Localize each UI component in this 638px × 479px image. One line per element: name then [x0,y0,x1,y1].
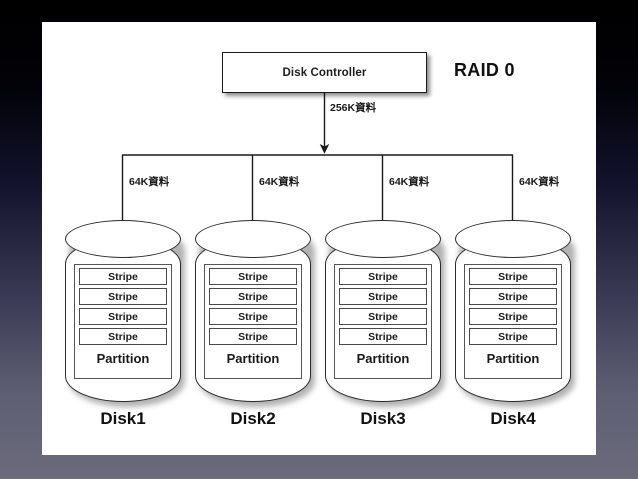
controller-flow-label: 256K資料 [330,102,377,114]
diagram-panel: Disk Controller RAID 0 256K資料 64K資料 64K資… [42,22,596,455]
stripe-block: Stripe [79,268,167,285]
stripe-label: Stripe [498,270,528,283]
stripe-label: Stripe [238,310,268,323]
stripe-block: Stripe [469,288,557,305]
raid-level-title: RAID 0 [454,60,515,80]
cylinder-top-ellipse [325,220,441,258]
stripe-block: Stripe [339,268,427,285]
cylinder-top-ellipse [65,220,181,258]
stripe-label: Stripe [368,310,398,323]
stripe-label: Stripe [108,290,138,303]
partition-box: Stripe Stripe Stripe Stripe Partition [464,264,562,379]
stripe-block: Stripe [209,268,297,285]
stripe-flow-label-3: 64K資料 [389,176,430,188]
stripe-label: Stripe [498,290,528,303]
disk-caption-2: Disk2 [230,409,276,428]
partition-box: Stripe Stripe Stripe Stripe Partition [334,264,432,379]
stripe-label: Stripe [238,330,268,343]
disk-caption-3: Disk3 [360,409,406,428]
partition-label: Partition [486,350,540,366]
stripe-label: Stripe [238,290,268,303]
stripe-block: Stripe [339,328,427,345]
disk-controller-label: Disk Controller [282,66,367,79]
stripe-block: Stripe [79,328,167,345]
stripe-block: Stripe [339,308,427,325]
stripe-flow-label-1: 64K資料 [129,176,170,188]
stripe-block: Stripe [469,328,557,345]
stripe-label: Stripe [498,330,528,343]
partition-label: Partition [96,350,150,366]
stripe-label: Stripe [108,330,138,343]
disk-caption-1: Disk1 [100,409,146,428]
stripe-flow-label-2: 64K資料 [259,176,300,188]
cylinder-top-ellipse [195,220,311,258]
stripe-block: Stripe [209,308,297,325]
stripe-label: Stripe [108,310,138,323]
disk-cylinder-4: Stripe Stripe Stripe Stripe Partition [455,220,575,407]
diagram-canvas: Disk Controller RAID 0 256K資料 64K資料 64K資… [42,22,596,455]
stripe-block: Stripe [469,308,557,325]
stripe-block: Stripe [79,288,167,305]
partition-box: Stripe Stripe Stripe Stripe Partition [74,264,172,379]
partition-box: Stripe Stripe Stripe Stripe Partition [204,264,302,379]
stripe-block: Stripe [469,268,557,285]
stripe-block: Stripe [79,308,167,325]
partition-label: Partition [356,350,410,366]
disk-controller-box: Disk Controller [222,52,427,93]
stripe-flow-label-4: 64K資料 [519,176,560,188]
cylinder-top-ellipse [455,220,571,258]
disk-cylinder-2: Stripe Stripe Stripe Stripe Partition [195,220,315,407]
stripe-block: Stripe [209,288,297,305]
stripe-label: Stripe [108,270,138,283]
stripe-label: Stripe [498,310,528,323]
partition-label: Partition [226,350,280,366]
stripe-label: Stripe [368,270,398,283]
stripe-label: Stripe [368,330,398,343]
stripe-label: Stripe [238,270,268,283]
disk-cylinder-3: Stripe Stripe Stripe Stripe Partition [325,220,445,407]
disk-cylinder-1: Stripe Stripe Stripe Stripe Partition [65,220,185,407]
stripe-label: Stripe [368,290,398,303]
stripe-block: Stripe [339,288,427,305]
disk-caption-4: Disk4 [490,409,536,428]
stripe-block: Stripe [209,328,297,345]
